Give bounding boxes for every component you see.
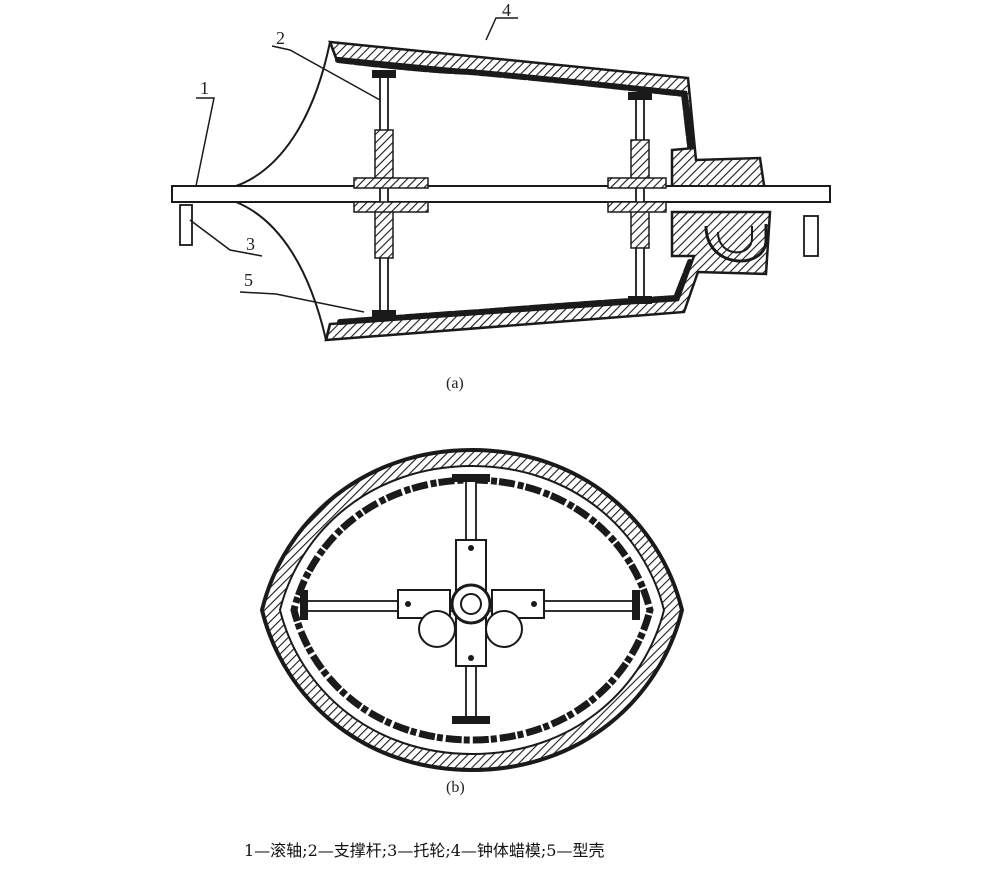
label-4: 4 xyxy=(502,0,511,20)
figure-legend: 1—滚轴;2—支撑杆;3—托轮;4—钟体蜡模;5—型壳 xyxy=(244,841,604,860)
support-rods-side xyxy=(353,70,667,318)
support-wheel-right xyxy=(803,215,819,257)
label-5: 5 xyxy=(244,270,253,290)
support-wheel-cross-right xyxy=(485,610,523,648)
cross-section-view xyxy=(259,447,685,773)
label-3: 3 xyxy=(246,234,255,254)
caption-a: (a) xyxy=(446,375,464,392)
support-wheel-cross-left xyxy=(418,610,456,648)
support-wheel-left xyxy=(179,204,193,246)
label-2: 2 xyxy=(276,28,285,48)
roller-shaft xyxy=(171,185,831,203)
label-1: 1 xyxy=(200,78,209,98)
caption-b: (b) xyxy=(446,779,465,796)
side-section-view: 1 2 3 4 5 xyxy=(171,0,831,342)
leader-lines xyxy=(189,17,518,313)
shaft-cross xyxy=(460,593,482,615)
